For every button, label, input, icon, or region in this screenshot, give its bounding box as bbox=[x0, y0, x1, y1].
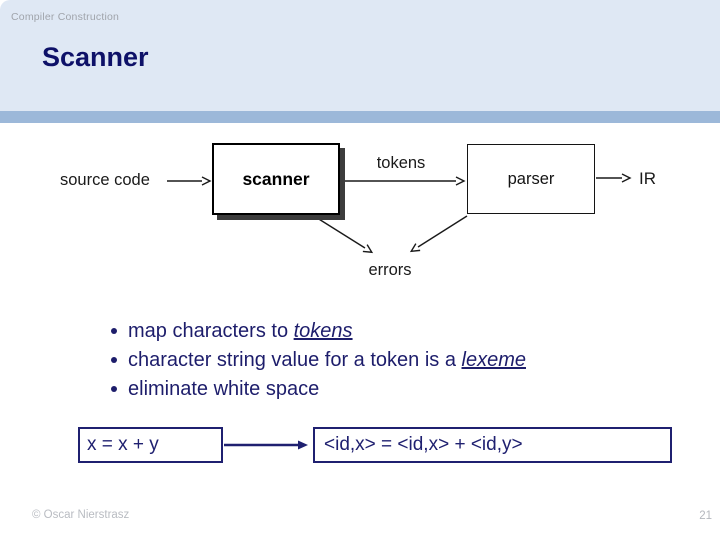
bullet-icon bbox=[111, 357, 117, 363]
header-band bbox=[0, 0, 720, 111]
accent-bar bbox=[0, 111, 720, 123]
bullet-list: map characters to tokens character strin… bbox=[111, 319, 526, 406]
scanner-node: scanner bbox=[212, 143, 340, 215]
bullet-icon bbox=[111, 386, 117, 392]
tokens-edge-label: tokens bbox=[376, 154, 426, 172]
source-example-text: x = x + y bbox=[87, 434, 159, 455]
list-item: character string value for a token is a … bbox=[111, 348, 526, 377]
source-example-box: x = x + y bbox=[78, 427, 223, 463]
copyright: © Oscar Nierstrasz bbox=[32, 509, 130, 521]
bullet-text: character string value for a token is a … bbox=[128, 349, 526, 371]
source-code-label: source code bbox=[60, 171, 150, 189]
errors-label: errors bbox=[368, 261, 412, 279]
term-lexeme: lexeme bbox=[461, 349, 526, 371]
arrow-scanner-to-errors bbox=[313, 215, 374, 254]
page-title: Scanner bbox=[42, 42, 149, 72]
term-tokens: tokens bbox=[293, 320, 353, 342]
list-item: eliminate white space bbox=[111, 377, 526, 406]
token-example-text: <id,x> = <id,x> + <id,y> bbox=[324, 434, 523, 455]
parser-node: parser bbox=[467, 144, 595, 214]
parser-node-label: parser bbox=[507, 169, 555, 188]
course-name: Compiler Construction bbox=[11, 11, 120, 23]
bullet-text: eliminate white space bbox=[128, 378, 320, 400]
ir-label: IR bbox=[639, 169, 656, 188]
arrow-parser-to-errors bbox=[409, 215, 468, 253]
bullet-text: map characters to tokens bbox=[128, 320, 353, 342]
list-item: map characters to tokens bbox=[111, 319, 526, 348]
token-example-box: <id,x> = <id,x> + <id,y> bbox=[313, 427, 672, 463]
bullet-icon bbox=[111, 328, 117, 334]
scanner-node-label: scanner bbox=[242, 168, 310, 189]
page-number: 21 bbox=[699, 510, 712, 522]
